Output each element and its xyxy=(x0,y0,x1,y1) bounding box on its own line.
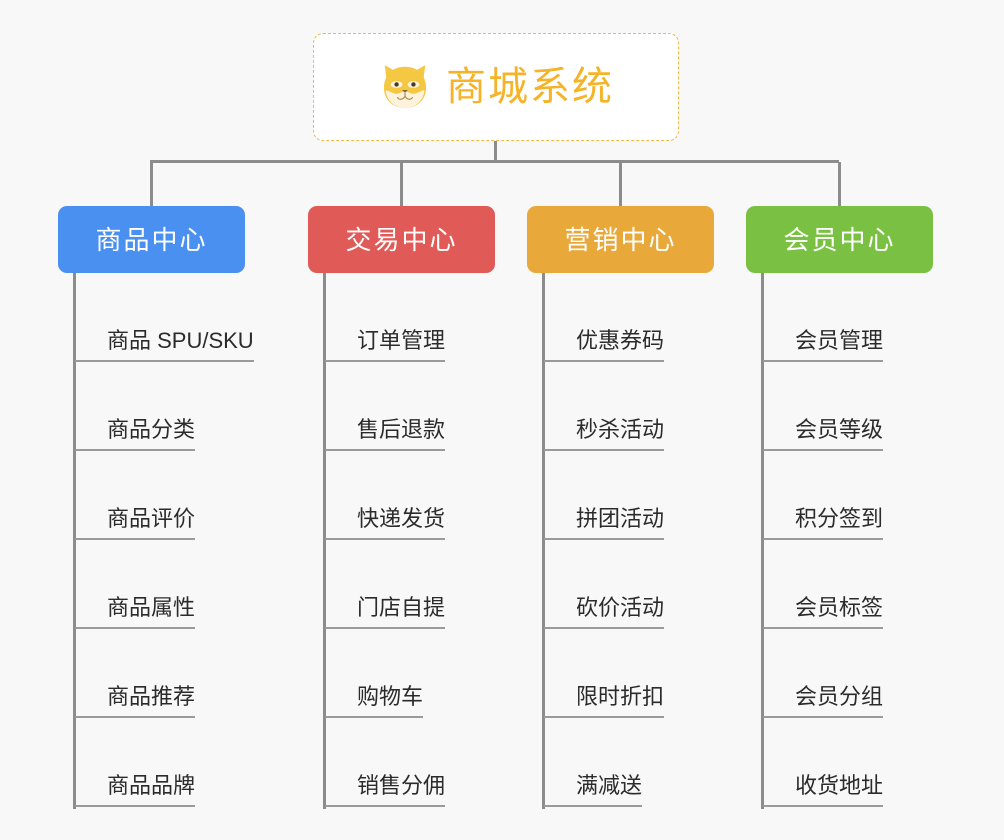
category-header-4[interactable]: 会员中心 xyxy=(746,206,933,273)
item-list-1: 商品 SPU/SKU 商品分类 商品评价 商品属性 商品推荐 商品品牌 xyxy=(75,273,305,807)
list-item[interactable]: 订单管理 xyxy=(325,273,555,362)
list-item[interactable]: 拼团活动 xyxy=(544,451,774,540)
item-label: 商品推荐 xyxy=(107,683,196,709)
category-spine-4 xyxy=(761,273,764,809)
list-item[interactable]: 会员标签 xyxy=(763,540,993,629)
list-item[interactable]: 门店自提 xyxy=(325,540,555,629)
list-item[interactable]: 快递发货 xyxy=(325,451,555,540)
item-label: 收货地址 xyxy=(795,772,884,798)
item-label: 商品分类 xyxy=(107,416,196,442)
item-label: 满减送 xyxy=(576,772,643,798)
list-item[interactable]: 商品品牌 xyxy=(75,718,305,807)
list-item[interactable]: 售后退款 xyxy=(325,362,555,451)
item-label: 积分签到 xyxy=(795,505,884,531)
list-item[interactable]: 满减送 xyxy=(544,718,774,807)
category-label-2: 交易中心 xyxy=(345,224,458,255)
list-item[interactable]: 积分签到 xyxy=(763,451,993,540)
list-item[interactable]: 会员管理 xyxy=(763,273,993,362)
drop-connector-4 xyxy=(838,162,841,207)
list-item[interactable]: 收货地址 xyxy=(763,718,993,807)
item-label: 会员分组 xyxy=(795,683,884,709)
item-label: 限时折扣 xyxy=(576,683,665,709)
list-item[interactable]: 购物车 xyxy=(325,629,555,718)
item-label: 商品评价 xyxy=(107,505,196,531)
item-label: 会员管理 xyxy=(795,327,884,353)
item-label: 秒杀活动 xyxy=(576,416,665,442)
item-label: 售后退款 xyxy=(357,416,446,442)
category-label-1: 商品中心 xyxy=(95,224,208,255)
list-item[interactable]: 秒杀活动 xyxy=(544,362,774,451)
drop-connector-1 xyxy=(150,162,153,207)
item-list-3: 优惠券码 秒杀活动 拼团活动 砍价活动 限时折扣 满减送 xyxy=(544,273,774,807)
item-label: 拼团活动 xyxy=(576,505,665,531)
list-item[interactable]: 商品分类 xyxy=(75,362,305,451)
item-label: 会员等级 xyxy=(795,416,884,442)
root-node[interactable]: 商城系统 xyxy=(313,33,679,141)
list-item[interactable]: 商品推荐 xyxy=(75,629,305,718)
root-connector-stem xyxy=(494,141,497,162)
item-label: 商品品牌 xyxy=(107,772,196,798)
list-item[interactable]: 限时折扣 xyxy=(544,629,774,718)
item-label: 会员标签 xyxy=(795,594,884,620)
drop-connector-2 xyxy=(400,162,403,207)
category-spine-3 xyxy=(542,273,545,809)
item-label: 门店自提 xyxy=(357,594,446,620)
category-spine-1 xyxy=(73,273,76,809)
list-item[interactable]: 销售分佣 xyxy=(325,718,555,807)
list-item[interactable]: 商品 SPU/SKU xyxy=(75,273,305,362)
category-spine-2 xyxy=(323,273,326,809)
item-list-2: 订单管理 售后退款 快递发货 门店自提 购物车 销售分佣 xyxy=(325,273,555,807)
list-item[interactable]: 会员分组 xyxy=(763,629,993,718)
list-item[interactable]: 砍价活动 xyxy=(544,540,774,629)
category-header-3[interactable]: 营销中心 xyxy=(527,206,714,273)
category-header-1[interactable]: 商品中心 xyxy=(58,206,245,273)
list-item[interactable]: 优惠券码 xyxy=(544,273,774,362)
list-item[interactable]: 商品属性 xyxy=(75,540,305,629)
item-label: 订单管理 xyxy=(357,327,446,353)
list-item[interactable]: 会员等级 xyxy=(763,362,993,451)
item-label: 商品 SPU/SKU xyxy=(107,327,254,353)
item-label: 商品属性 xyxy=(107,594,196,620)
item-label: 砍价活动 xyxy=(576,594,665,620)
item-label: 快递发货 xyxy=(357,505,446,531)
item-label: 销售分佣 xyxy=(357,772,446,798)
list-item[interactable]: 商品评价 xyxy=(75,451,305,540)
root-title: 商城系统 xyxy=(446,65,614,109)
item-label: 优惠券码 xyxy=(576,327,665,353)
shiba-dog-face-icon xyxy=(383,65,427,109)
item-list-4: 会员管理 会员等级 积分签到 会员标签 会员分组 收货地址 xyxy=(763,273,993,807)
item-label: 购物车 xyxy=(357,683,424,709)
drop-connector-3 xyxy=(619,162,622,207)
horizontal-connector-bus xyxy=(150,160,839,163)
category-header-2[interactable]: 交易中心 xyxy=(308,206,495,273)
category-label-4: 会员中心 xyxy=(783,224,896,255)
category-label-3: 营销中心 xyxy=(564,224,677,255)
